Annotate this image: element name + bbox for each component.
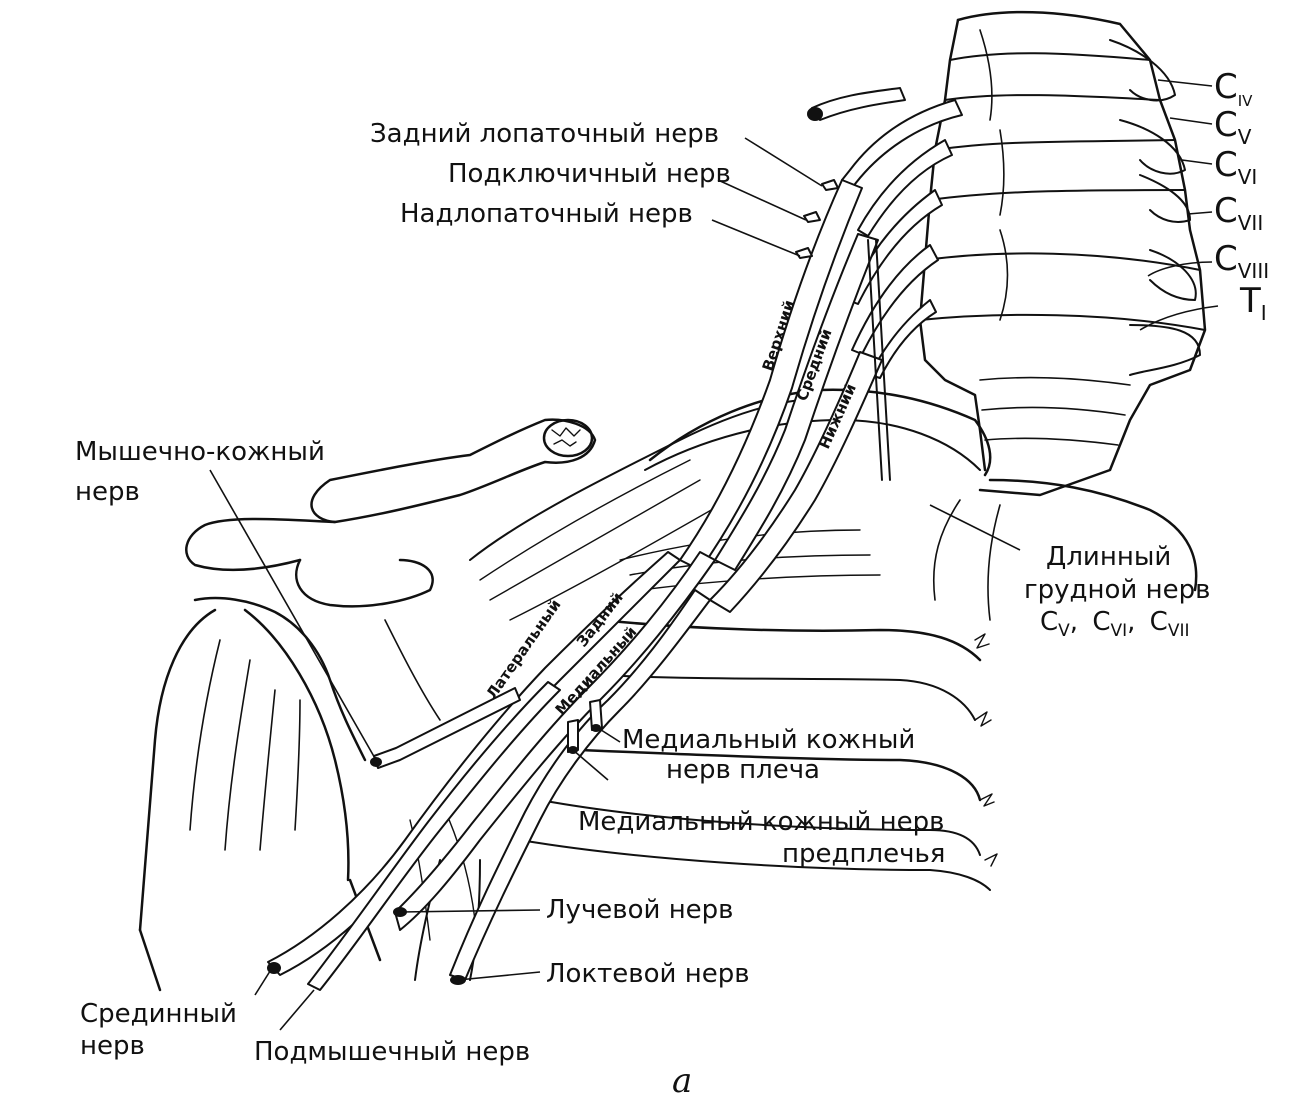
- label-median-2: нерв: [80, 1031, 145, 1061]
- segment-c7: CVII: [1214, 191, 1263, 235]
- nerve-labels: Задний лопаточный нерв Подключичный нерв…: [75, 119, 1210, 1098]
- leader-lines: [209, 79, 1219, 1031]
- label-radial: Лучевой нерв: [546, 895, 734, 925]
- cervical-spine: [918, 10, 1207, 497]
- shoulder-joint: [138, 517, 441, 992]
- label-axillary: Подмышечный нерв: [254, 1037, 530, 1067]
- label-medial-cutaneous-arm-1: Медиальный кожный: [622, 725, 915, 755]
- label-medial-cutaneous-forearm-2: предплечья: [782, 839, 945, 869]
- segment-labels: CIV CV CVI CVII CVIII TI: [1214, 67, 1269, 325]
- label-medial-cutaneous-forearm-1: Медиальный кожный нерв: [578, 807, 944, 837]
- label-long-thoracic-1: Длинный: [1046, 542, 1171, 572]
- segment-c6: CVI: [1214, 145, 1257, 189]
- anatomy-drawing: Верхний Средний Нижний Латеральный Задни…: [138, 10, 1207, 992]
- label-suprascapular: Надлопаточный нерв: [400, 199, 693, 229]
- segment-c4: CIV: [1214, 67, 1253, 110]
- cords-and-branches: [267, 551, 716, 991]
- label-subclavian: Подключичный нерв: [448, 159, 731, 189]
- figure-caption: а: [672, 1061, 692, 1098]
- segment-c5: CV: [1214, 105, 1252, 149]
- label-medial-cutaneous-arm-2: нерв плеча: [666, 755, 820, 785]
- label-musculocutaneous-1: Мышечно-кожный: [75, 437, 325, 467]
- label-ulnar: Локтевой нерв: [546, 959, 750, 989]
- label-dorsal-scapular: Задний лопаточный нерв: [370, 119, 719, 149]
- clavicle: [310, 418, 597, 524]
- label-median-1: Срединный: [80, 999, 237, 1029]
- label-long-thoracic-2: грудной нерв: [1024, 575, 1210, 605]
- segment-c8: CVIII: [1214, 239, 1269, 283]
- trunks: [679, 179, 891, 613]
- label-musculocutaneous-2: нерв: [75, 477, 140, 507]
- segment-t1: TI: [1239, 281, 1267, 325]
- label-long-thoracic-roots: CV, CVI, CVII: [1040, 607, 1190, 641]
